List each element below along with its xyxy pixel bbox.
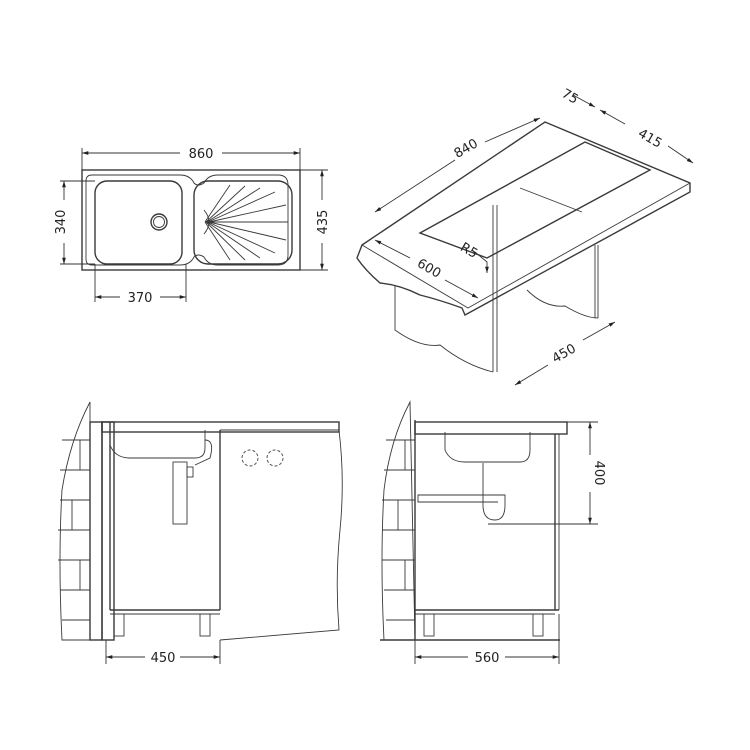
waste-pipe	[172, 461, 188, 525]
sink-outline	[81, 169, 301, 271]
brick-wall	[59, 401, 91, 641]
cabinet-side	[492, 205, 498, 372]
side-elevation-view: 400 560	[380, 401, 606, 666]
dim-front-cabinet-width: 450	[151, 651, 176, 666]
cabinet-leg	[532, 613, 544, 637]
dim-cabinet-depth: 560	[475, 651, 500, 666]
dim-overall-width: 860	[189, 147, 214, 162]
cabinet-leg	[113, 613, 125, 637]
cutout-isometric-view: 840 75 415 600 R5 450	[356, 86, 694, 386]
p-trap	[417, 463, 506, 521]
knockout-hole-icon	[241, 449, 259, 467]
cabinet-leg	[423, 613, 435, 637]
dim-waste-height: 400	[591, 461, 606, 486]
bowl-waste-icon	[150, 213, 168, 231]
sink-rim	[85, 174, 289, 266]
cabinet-leg	[199, 613, 211, 637]
dim-bowl-depth: 340	[54, 210, 69, 235]
dim-bowl-width: 370	[128, 291, 153, 306]
dim-worktop-depth: 600	[414, 256, 443, 281]
front-elevation-view: 450	[58, 401, 343, 666]
brick-wall-side	[381, 401, 416, 641]
knockout-hole-icon	[266, 449, 284, 467]
bowl-side	[444, 432, 531, 463]
top-view: 860 435 340 370	[54, 147, 331, 306]
dim-overall-depth: 435	[316, 210, 331, 235]
worktop	[356, 121, 691, 316]
bowl	[94, 180, 183, 265]
dim-cutout-depth: 415	[635, 126, 664, 151]
dim-front-offset: 75	[559, 86, 581, 107]
worktop-side	[414, 421, 568, 435]
cutout	[418, 141, 652, 259]
bowl-front	[109, 430, 206, 459]
drainer	[193, 180, 293, 265]
dim-corner-radius: R5	[458, 240, 480, 262]
drainer-ribs-icon	[203, 184, 288, 261]
dim-cabinet-width-iso: 450	[550, 341, 579, 366]
dim-cutout-length: 840	[452, 136, 481, 161]
